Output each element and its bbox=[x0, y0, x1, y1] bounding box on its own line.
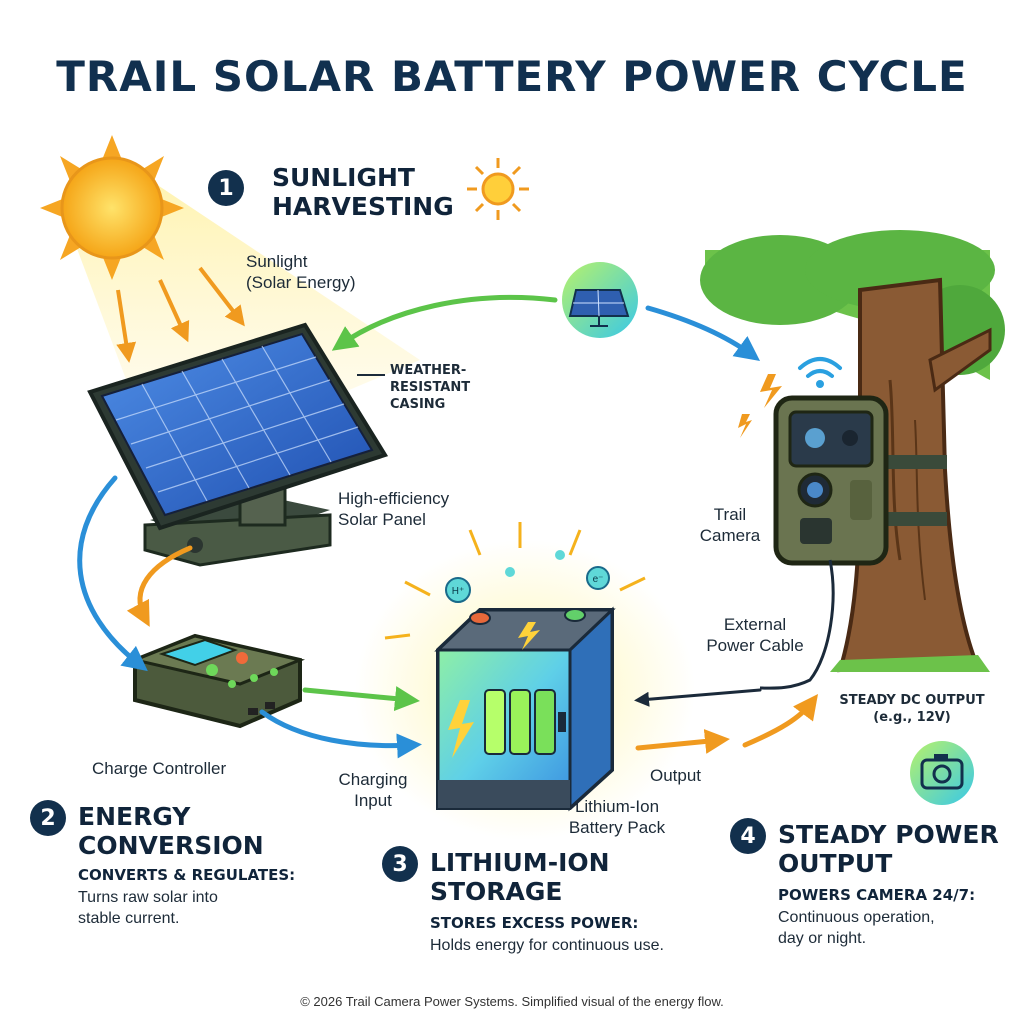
charging-input-line1: Charging bbox=[338, 770, 408, 789]
step-4-heading-line1: STEADY POWER bbox=[778, 820, 999, 849]
external-cable-line2: Power Cable bbox=[706, 636, 804, 655]
step-1-heading-line2: HARVESTING bbox=[272, 192, 454, 221]
trail-camera-label: Trail Camera bbox=[692, 504, 768, 546]
step-3-subheading: STORES EXCESS POWER: bbox=[430, 914, 639, 932]
step-4-body-line1: Continuous operation, bbox=[778, 909, 935, 926]
camera-sparks bbox=[738, 374, 782, 438]
lithium-ion-battery bbox=[434, 606, 616, 812]
solar-panel-label-line2: Solar Panel bbox=[338, 510, 426, 529]
step-3-number: 3 bbox=[382, 846, 418, 882]
sunlight-label: Sunlight (Solar Energy) bbox=[246, 251, 356, 293]
sun-icon bbox=[40, 135, 184, 280]
step-1-heading-line1: SUNLIGHT bbox=[272, 163, 415, 192]
external-power-cable bbox=[759, 559, 835, 690]
battery-pack-label: Lithium-Ion Battery Pack bbox=[552, 796, 682, 838]
step-2-heading: ENERGY CONVERSION bbox=[78, 802, 264, 860]
charge-controller-label: Charge Controller bbox=[92, 759, 227, 778]
arrow-controller-to-battery-1 bbox=[302, 686, 420, 712]
step-2-heading-line1: ENERGY bbox=[78, 802, 191, 831]
arrow-controller-to-battery-2 bbox=[259, 709, 422, 759]
step-3-heading-line2: STORAGE bbox=[430, 877, 563, 906]
step-1-number: 1 bbox=[208, 170, 244, 206]
step-4-heading: STEADY POWER OUTPUT bbox=[778, 820, 999, 878]
step-2-body: Turns raw solar into stable current. bbox=[78, 887, 218, 929]
step-3-body: Holds energy for continuous use. bbox=[430, 937, 664, 954]
step-1-heading: SUNLIGHT HARVESTING bbox=[272, 163, 454, 221]
step-2-subheading: CONVERTS & REGULATES: bbox=[78, 866, 296, 884]
solar-panel-label-line1: High-efficiency bbox=[338, 489, 450, 508]
arrow-panel-to-controller-outer bbox=[77, 475, 148, 672]
battery-spark-lines bbox=[384, 522, 646, 640]
footer-credit: © 2026 Trail Camera Power Systems. Simpl… bbox=[300, 994, 724, 1009]
arrow-icon-to-panel bbox=[331, 294, 558, 351]
step-2-body-line1: Turns raw solar into bbox=[78, 889, 218, 906]
arrow-battery-output bbox=[635, 729, 730, 754]
weather-casing-line1: WEATHER- bbox=[390, 363, 467, 378]
weather-casing-label: WEATHER- RESISTANT CASING bbox=[390, 362, 470, 413]
arrow-output-to-dc bbox=[742, 694, 819, 748]
wifi-icon bbox=[798, 357, 842, 388]
trail-camera-line1: Trail bbox=[713, 505, 747, 524]
arrow-panel-to-controller bbox=[126, 545, 193, 627]
arrow-cable-to-battery bbox=[634, 688, 762, 707]
charge-bubbles bbox=[445, 550, 610, 603]
external-cable-line1: External bbox=[723, 615, 787, 634]
dc-output-label: STEADY DC OUTPUT (e.g., 12V) bbox=[828, 692, 996, 726]
lightning-icon bbox=[448, 700, 474, 758]
step-2-body-line2: stable current. bbox=[78, 910, 180, 927]
weather-casing-line2: RESISTANT bbox=[390, 380, 471, 395]
step-2-number: 2 bbox=[30, 800, 66, 836]
tree bbox=[700, 230, 1005, 673]
sunlight-label-line2: (Solar Energy) bbox=[246, 273, 356, 292]
charging-input-line2: Input bbox=[354, 791, 392, 810]
external-cable-label: External Power Cable bbox=[692, 614, 818, 656]
step-3-heading-line1: LITHIUM-ION bbox=[430, 848, 610, 877]
arrow-icon-to-camera bbox=[645, 305, 761, 361]
bubble-label-2: e⁻ bbox=[593, 574, 604, 585]
battery-pack-line2: Battery Pack bbox=[568, 818, 666, 837]
charging-input-label: Charging Input bbox=[328, 769, 418, 811]
dc-output-line2: (e.g., 12V) bbox=[873, 710, 951, 725]
charge-controller bbox=[129, 633, 306, 729]
trail-camera bbox=[773, 395, 889, 566]
trail-camera-line2: Camera bbox=[699, 526, 761, 545]
sun-ray-arrows bbox=[116, 266, 245, 363]
solar-panel-label: High-efficiency Solar Panel bbox=[338, 488, 449, 530]
small-sun-icon bbox=[467, 158, 529, 220]
step-2-heading-line2: CONVERSION bbox=[78, 831, 264, 860]
output-label: Output bbox=[650, 766, 702, 785]
dc-output-line1: STEADY DC OUTPUT bbox=[839, 693, 985, 708]
step-4-subheading: POWERS CAMERA 24/7: bbox=[778, 886, 976, 904]
solar-panel-icon bbox=[562, 262, 638, 338]
sunlight-label-line1: Sunlight bbox=[246, 252, 308, 271]
step-4-body: Continuous operation, day or night. bbox=[778, 907, 935, 949]
solar-panel bbox=[87, 322, 389, 567]
weather-casing-line3: CASING bbox=[390, 397, 446, 412]
step-4-body-line2: day or night. bbox=[778, 930, 867, 947]
battery-pack-line1: Lithium-Ion bbox=[574, 797, 660, 816]
camera-icon bbox=[910, 741, 974, 805]
step-3-heading: LITHIUM-ION STORAGE bbox=[430, 848, 610, 906]
page-title: TRAIL SOLAR BATTERY POWER CYCLE bbox=[56, 52, 968, 101]
step-4-heading-line2: OUTPUT bbox=[778, 849, 893, 878]
step-4-number: 4 bbox=[730, 818, 766, 854]
bubble-label-1: H⁺ bbox=[452, 586, 465, 597]
